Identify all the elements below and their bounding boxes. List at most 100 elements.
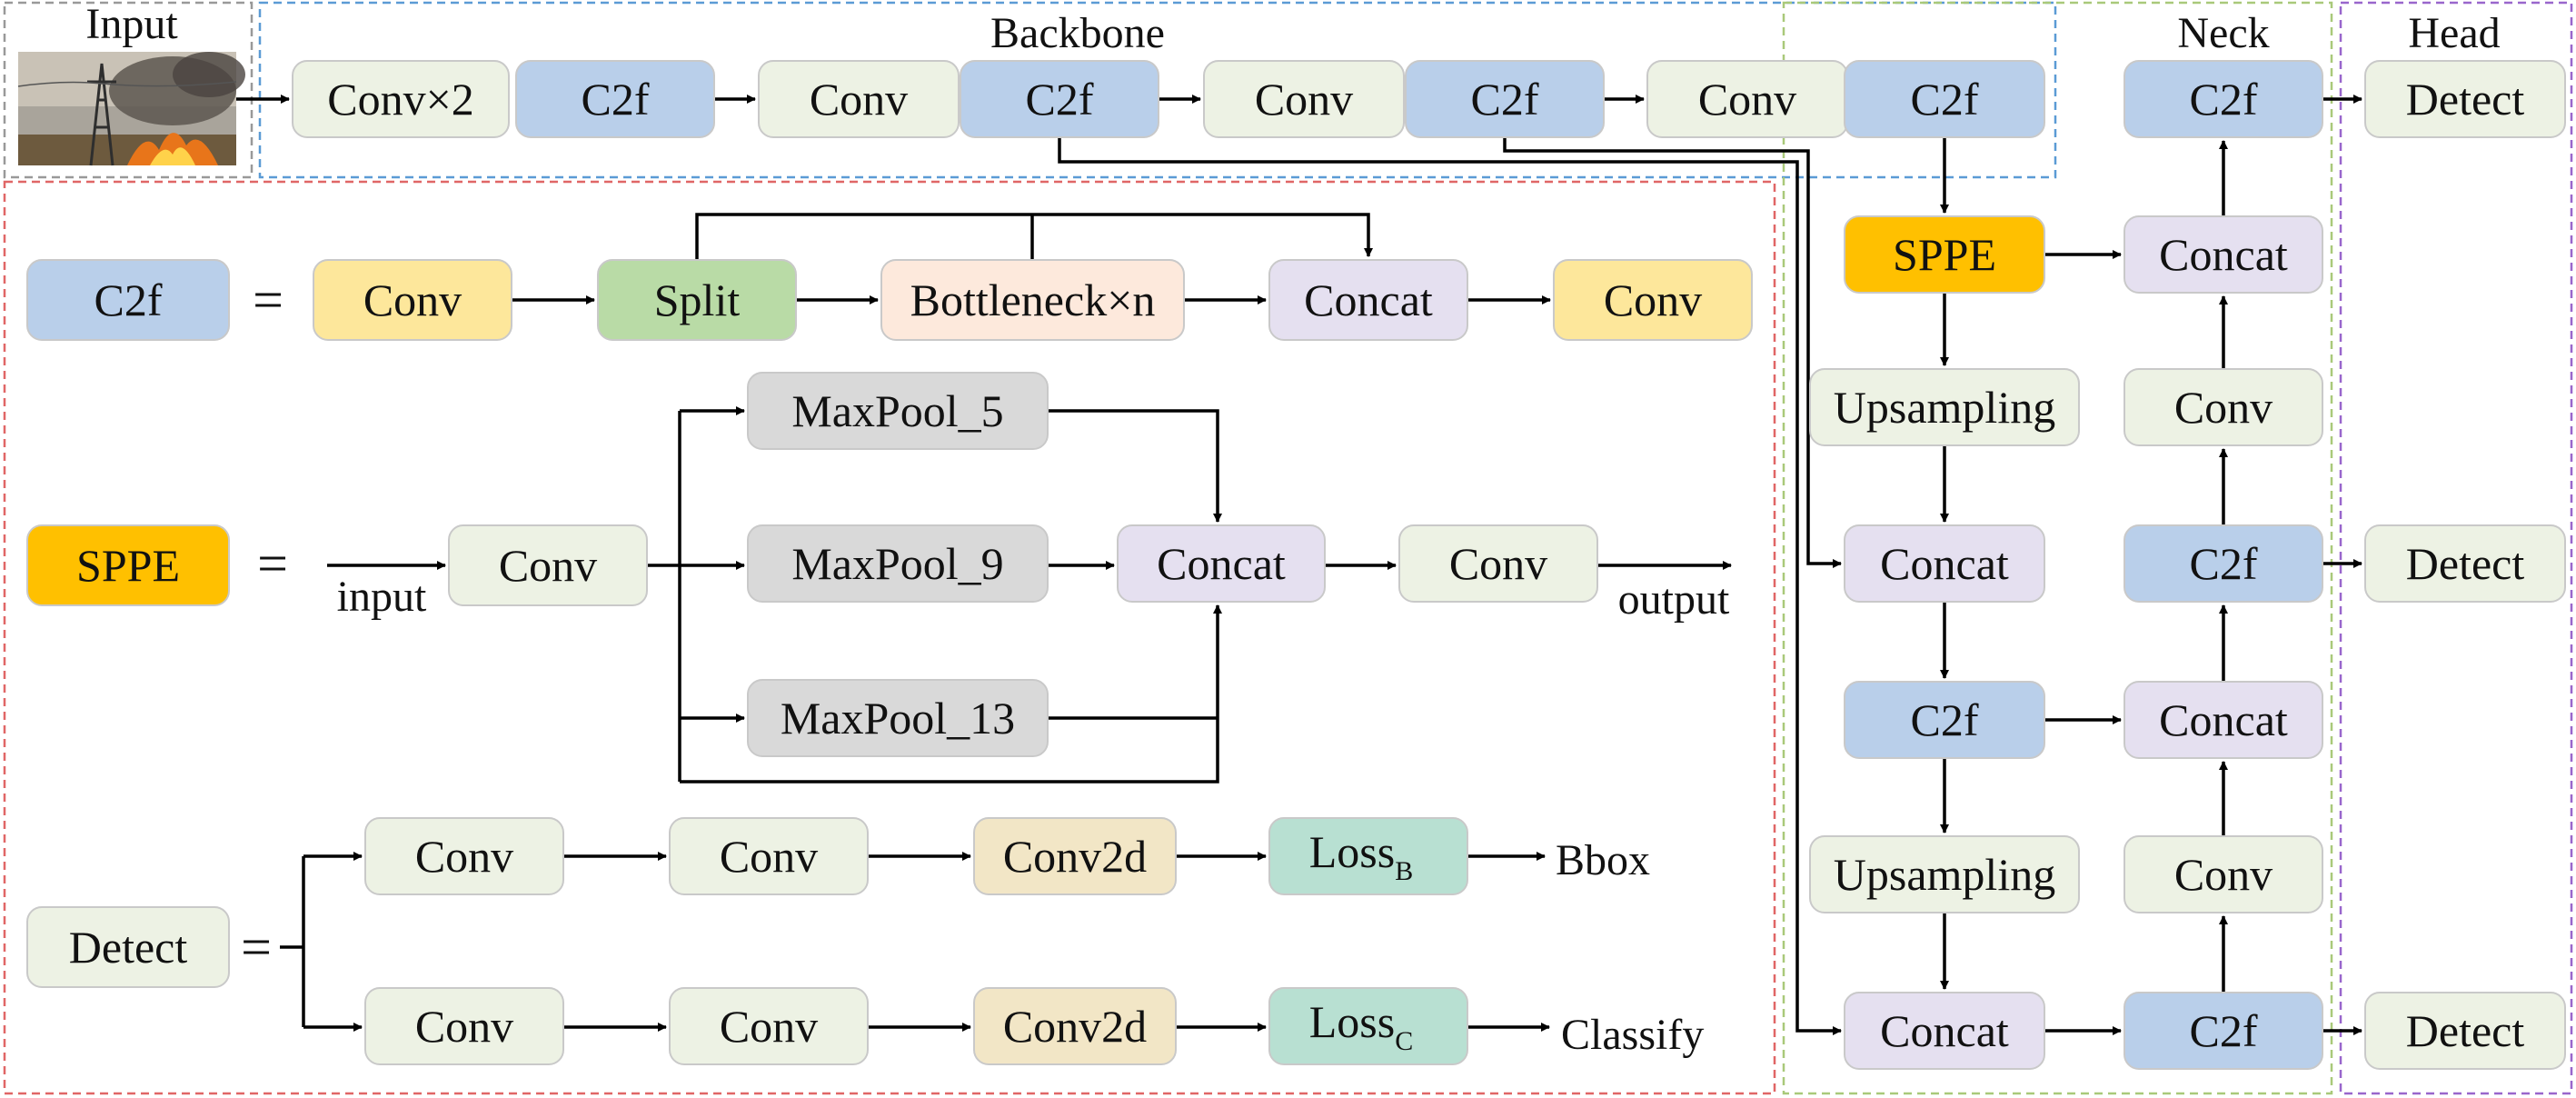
bb-c2f-2-box: C2f: [960, 60, 1159, 138]
edge-maxpool5-to-concat: [1048, 409, 1222, 523]
bb-c2f-1-shape: [515, 60, 715, 138]
lg-det-conv-2a-box: Conv: [364, 987, 564, 1065]
nk-sppe-shape: [1844, 215, 2045, 294]
nk-c2f-top-box: C2f: [2123, 60, 2323, 138]
lg-det-conv2d-1-shape: [973, 817, 1177, 895]
lg-sppe-conv-1-shape: [448, 524, 648, 606]
lg-c2f-concat-box: Concat: [1268, 259, 1468, 341]
nk-conv-top-box: Conv: [2123, 368, 2323, 446]
bb-conv-3-shape: [1203, 60, 1405, 138]
nk-concat-top-box: Concat: [2123, 215, 2323, 294]
nk-concat-mid-shape: [2123, 681, 2323, 759]
lg-det-conv-2a-shape: [364, 987, 564, 1065]
lg-sppe-box: SPPE: [26, 524, 230, 606]
nk-concat-2-box: Concat: [1844, 992, 2045, 1070]
nk-concat-1-box: Concat: [1844, 524, 2045, 603]
nk-conv-low-label: Conv: [2174, 849, 2273, 900]
lg-maxpool-13-box: MaxPool_13: [747, 679, 1049, 757]
lg-sppe-conv-1-label: Conv: [499, 540, 597, 591]
lg-maxpool-13-label: MaxPool_13: [781, 693, 1015, 744]
lg-c2f-conv-2-box: Conv: [1553, 259, 1753, 341]
sppe-output-label: output: [1618, 575, 1730, 624]
lg-det-conv-2b-box: Conv: [669, 987, 869, 1065]
lg-det-conv2d-1-label: Conv2d: [1003, 831, 1147, 882]
lg-c2f-concat-label: Concat: [1304, 274, 1433, 325]
nk-conv-low-box: Conv: [2123, 835, 2323, 913]
nk-c2f-mid-box: C2f: [2123, 524, 2323, 603]
nk-c2f-1-shape: [1844, 681, 2045, 759]
edge-bottom-loop: [680, 604, 1222, 784]
bb-conv-2-shape: [758, 60, 960, 138]
lg-det-conv2d-2-label: Conv2d: [1003, 1001, 1147, 1052]
lg-bottleneck-box: Bottleneck×n: [880, 259, 1185, 341]
nk-concat-top-shape: [2123, 215, 2323, 294]
lg-det-conv2d-2-box: Conv2d: [973, 987, 1177, 1065]
lg-split-label: Split: [654, 274, 741, 325]
lg-det-conv2d-1-box: Conv2d: [973, 817, 1177, 895]
hd-detect-1-box: Detect: [2364, 60, 2566, 138]
lg-det-conv-2b-label: Conv: [720, 1001, 818, 1052]
nk-upsampling-2-shape: [1809, 835, 2080, 913]
loss-c-box-label: LossC: [1309, 996, 1413, 1056]
lg-det-conv-1a-shape: [364, 817, 564, 895]
lg-det-conv2d-2-shape: [973, 987, 1177, 1065]
loss-c-box: LossC: [1268, 987, 1468, 1065]
nk-c2f-bottom-label: C2f: [2190, 1005, 2258, 1056]
loss-b-box-subscript: B: [1395, 856, 1413, 886]
lg-det-conv-1b-label: Conv: [720, 831, 818, 882]
lg-maxpool-9-shape: [747, 524, 1049, 603]
head-section-title: Head: [2408, 9, 2500, 57]
loss-b-box-main-text: Loss: [1309, 826, 1395, 877]
lg-sppe-conv-2-box: Conv: [1398, 524, 1598, 603]
head-frame: [2339, 1, 2573, 1095]
nk-upsampling-1-shape: [1809, 368, 2080, 446]
legend-frame: [3, 180, 1776, 1095]
bb-c2f-3-box: C2f: [1405, 60, 1605, 138]
bb-c2f-1-label: C2f: [582, 74, 650, 125]
hd-detect-3-shape: [2364, 992, 2566, 1070]
lg-maxpool-5-box: MaxPool_5: [747, 372, 1049, 450]
nk-concat-1-shape: [1844, 524, 2045, 603]
lg-det-conv-2b-shape: [669, 987, 869, 1065]
c2f-equals: =: [253, 270, 283, 330]
lg-sppe-concat-label: Concat: [1157, 538, 1286, 589]
nk-c2f-top-label: C2f: [2190, 74, 2258, 125]
lg-maxpool-5-shape: [747, 372, 1049, 450]
nk-c2f-1-label: C2f: [1911, 694, 1979, 745]
nk-upsampling-2-label: Upsampling: [1834, 849, 2055, 900]
lg-c2f-conv-1-label: Conv: [363, 274, 462, 325]
sppe-input-label: input: [337, 573, 427, 621]
bb-conv-x2-shape: [292, 60, 510, 138]
nk-upsampling-2-box: Upsampling: [1809, 835, 2080, 913]
bb-conv-3-box: Conv: [1203, 60, 1405, 138]
bb-conv-4-box: Conv: [1646, 60, 1848, 138]
lg-sppe-conv-2-shape: [1398, 524, 1598, 603]
bbox-label: Bbox: [1556, 836, 1650, 884]
nk-sppe-box: SPPE: [1844, 215, 2045, 294]
lg-sppe-conv-1-box: Conv: [448, 524, 648, 606]
hd-detect-1-label: Detect: [2406, 74, 2525, 125]
nk-upsampling-1-box: Upsampling: [1809, 368, 2080, 446]
nk-c2f-mid-shape: [2123, 524, 2323, 603]
input-section-title: Input: [85, 0, 178, 48]
nk-concat-1-label: Concat: [1880, 538, 2009, 589]
backbone-frame: [258, 1, 2057, 179]
lg-c2f-conv-2-label: Conv: [1604, 274, 1702, 325]
bb-c2f-2-label: C2f: [1026, 74, 1094, 125]
loss-c-box-subscript: C: [1395, 1026, 1413, 1056]
hd-detect-3-box: Detect: [2364, 992, 2566, 1070]
nk-concat-mid-box: Concat: [2123, 681, 2323, 759]
edges: [236, 95, 2362, 1035]
lg-sppe-conv-2-label: Conv: [1449, 538, 1547, 589]
edge-backbone-c2f3-skip: [1503, 137, 1842, 568]
lg-sppe-shape: [26, 524, 230, 606]
sppe-equals: =: [257, 534, 288, 594]
loss-b-box-shape: [1268, 817, 1468, 895]
nk-c2f-top-shape: [2123, 60, 2323, 138]
nk-conv-top-shape: [2123, 368, 2323, 446]
lg-maxpool-9-box: MaxPool_9: [747, 524, 1049, 603]
lg-sppe-concat-shape: [1117, 524, 1326, 603]
input-image: [17, 52, 245, 166]
lg-maxpool-5-label: MaxPool_5: [791, 385, 1003, 436]
